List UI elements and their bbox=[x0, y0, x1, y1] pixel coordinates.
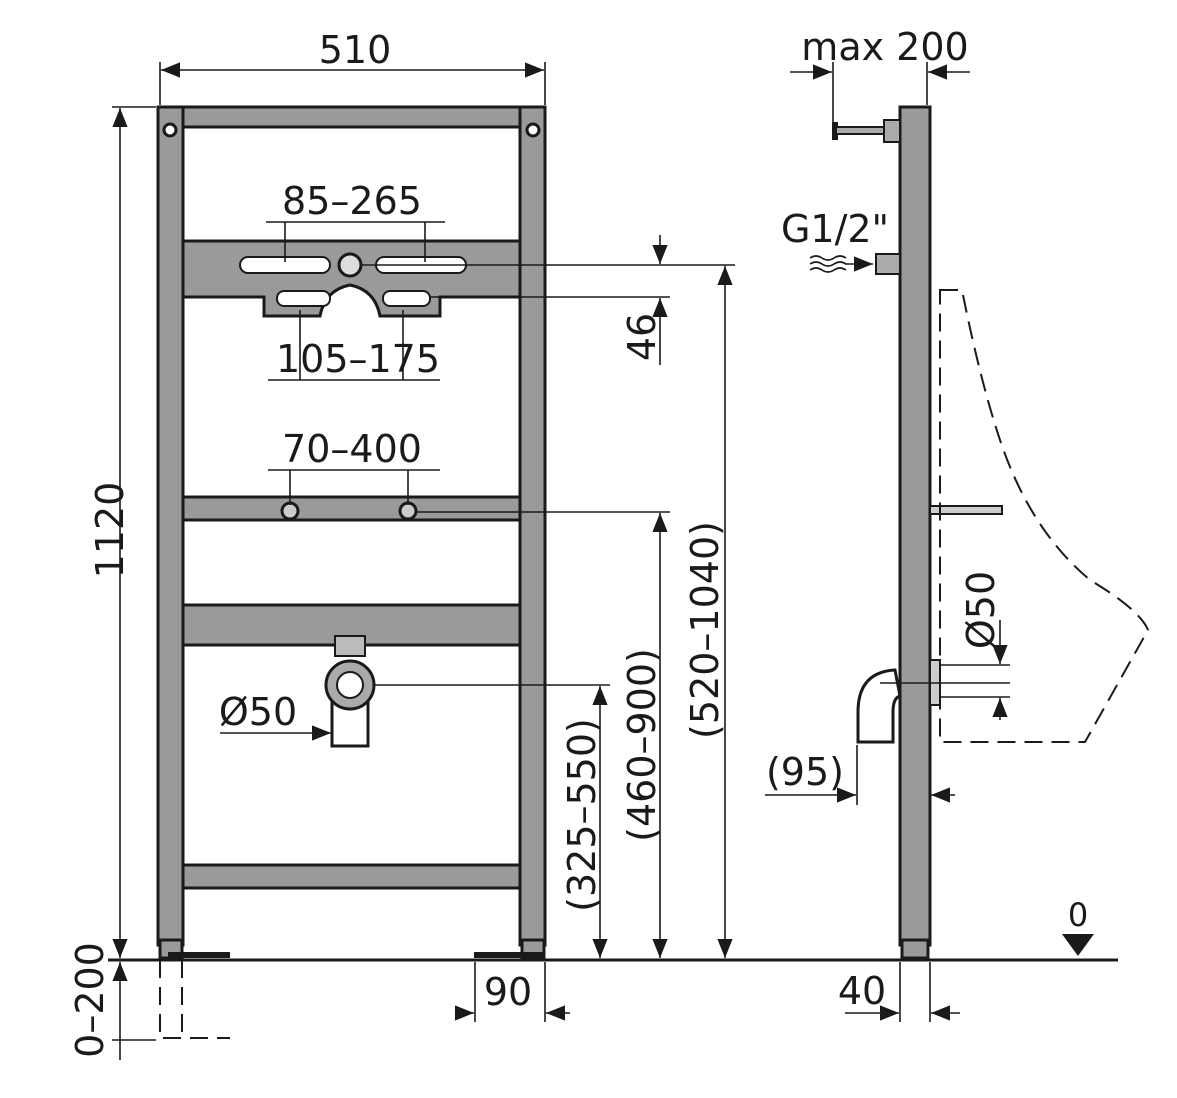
side-view: G1/2" max 200 Ø50 (95) 40 0 bbox=[765, 25, 1150, 1022]
dim-side-drain-diameter: Ø50 bbox=[959, 571, 1003, 649]
dim-height-adjust: 0–200 bbox=[68, 942, 112, 1058]
dim-drain-diameter: Ø50 bbox=[219, 690, 297, 734]
dim-height: 1120 bbox=[88, 482, 132, 579]
dim-bracket-height: (460–900) bbox=[620, 648, 664, 842]
dim-bracket-spacing: 70–400 bbox=[282, 427, 422, 471]
floor-level-marker-icon bbox=[1062, 934, 1094, 956]
dim-inlet-height: (520–1040) bbox=[683, 521, 727, 739]
inlet-valve bbox=[875, 253, 901, 275]
dim-inlet-depth: max 200 bbox=[801, 25, 968, 69]
side-post bbox=[898, 105, 932, 947]
front-dimensions: 510 1120 0–200 85–265 105–175 70–400 46 … bbox=[68, 28, 735, 1060]
top-rail bbox=[181, 105, 522, 129]
dim-lower-slots: 105–175 bbox=[276, 337, 440, 381]
urinal-outline bbox=[939, 289, 1150, 743]
dim-drain-depth: (95) bbox=[766, 750, 844, 794]
water-flow-icon bbox=[809, 255, 847, 273]
dim-foot-width: 90 bbox=[484, 970, 532, 1014]
dim-upper-slots: 85–265 bbox=[282, 179, 422, 223]
floor-level-label: 0 bbox=[1068, 896, 1088, 934]
dim-frame-depth: 40 bbox=[838, 969, 886, 1013]
left-post bbox=[156, 105, 185, 947]
bracket-rail bbox=[181, 495, 522, 522]
dim-plate-offset: 46 bbox=[620, 313, 664, 361]
dim-width: 510 bbox=[319, 28, 392, 72]
front-view-frame bbox=[156, 105, 547, 1039]
dim-drain-height: (325–550) bbox=[560, 718, 604, 912]
mounting-plate bbox=[181, 239, 522, 318]
dim-inlet-thread: G1/2" bbox=[781, 207, 889, 251]
right-post bbox=[518, 105, 547, 947]
side-drain-elbow bbox=[856, 668, 902, 744]
bottom-rail bbox=[181, 863, 522, 890]
